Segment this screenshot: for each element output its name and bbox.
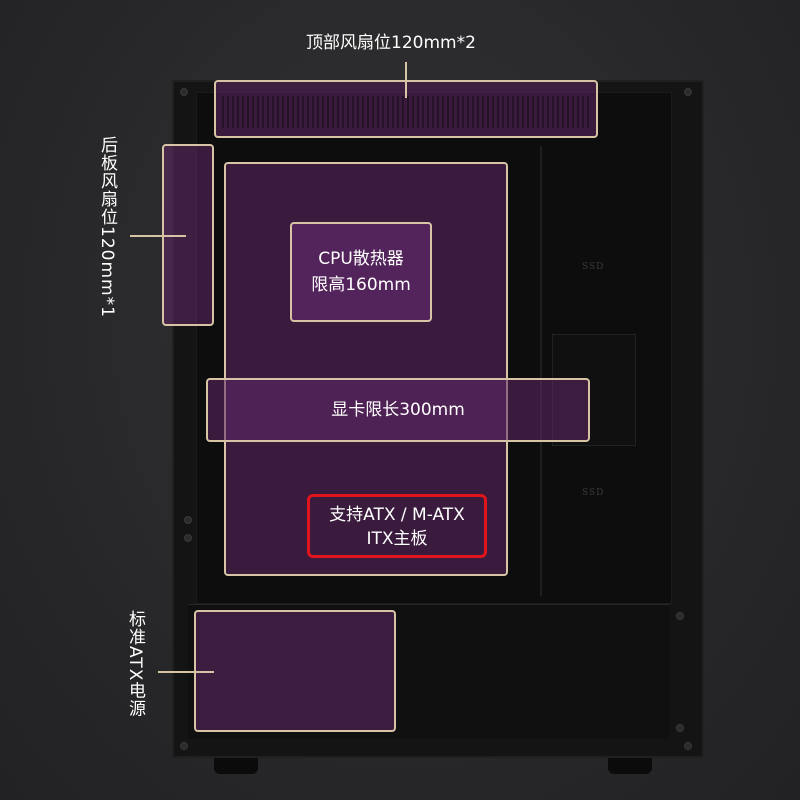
- ssd-label-upper: SSD: [582, 262, 605, 272]
- motherboard-label-line2: ITX主板: [366, 529, 428, 549]
- psu-label: 标准ATX电源: [125, 610, 145, 718]
- screw: [684, 742, 692, 750]
- screw: [684, 88, 692, 96]
- cpu-cooler-label-line2: 限高160mm: [311, 275, 411, 295]
- rear-fan-leader: [130, 235, 186, 237]
- gpu-zone: [206, 378, 590, 442]
- top-fan-grille: [222, 96, 592, 128]
- case-foot-right: [608, 758, 652, 774]
- screw: [676, 724, 684, 732]
- top-fan-leader: [405, 62, 407, 98]
- screw: [184, 516, 192, 524]
- rear-fan-label: 后板风扇位120mm*1: [97, 136, 117, 318]
- ssd-label-lower: SSD: [582, 488, 605, 498]
- gpu-length-label: 显卡限长300mm: [331, 400, 465, 420]
- cpu-cooler-label-line1: CPU散热器: [318, 249, 404, 269]
- motherboard-highlight: [307, 494, 487, 558]
- case-foot-left: [214, 758, 258, 774]
- top-fan-label: 顶部风扇位120mm*2: [306, 33, 476, 53]
- screw: [676, 612, 684, 620]
- psu-zone: [194, 610, 396, 732]
- drive-cage-rail: [540, 146, 542, 596]
- screw: [184, 534, 192, 542]
- cpu-cooler-zone: [290, 222, 432, 322]
- screw: [180, 88, 188, 96]
- psu-leader: [158, 671, 214, 673]
- motherboard-label-line1: 支持ATX / M-ATX: [329, 505, 465, 525]
- screw: [180, 742, 188, 750]
